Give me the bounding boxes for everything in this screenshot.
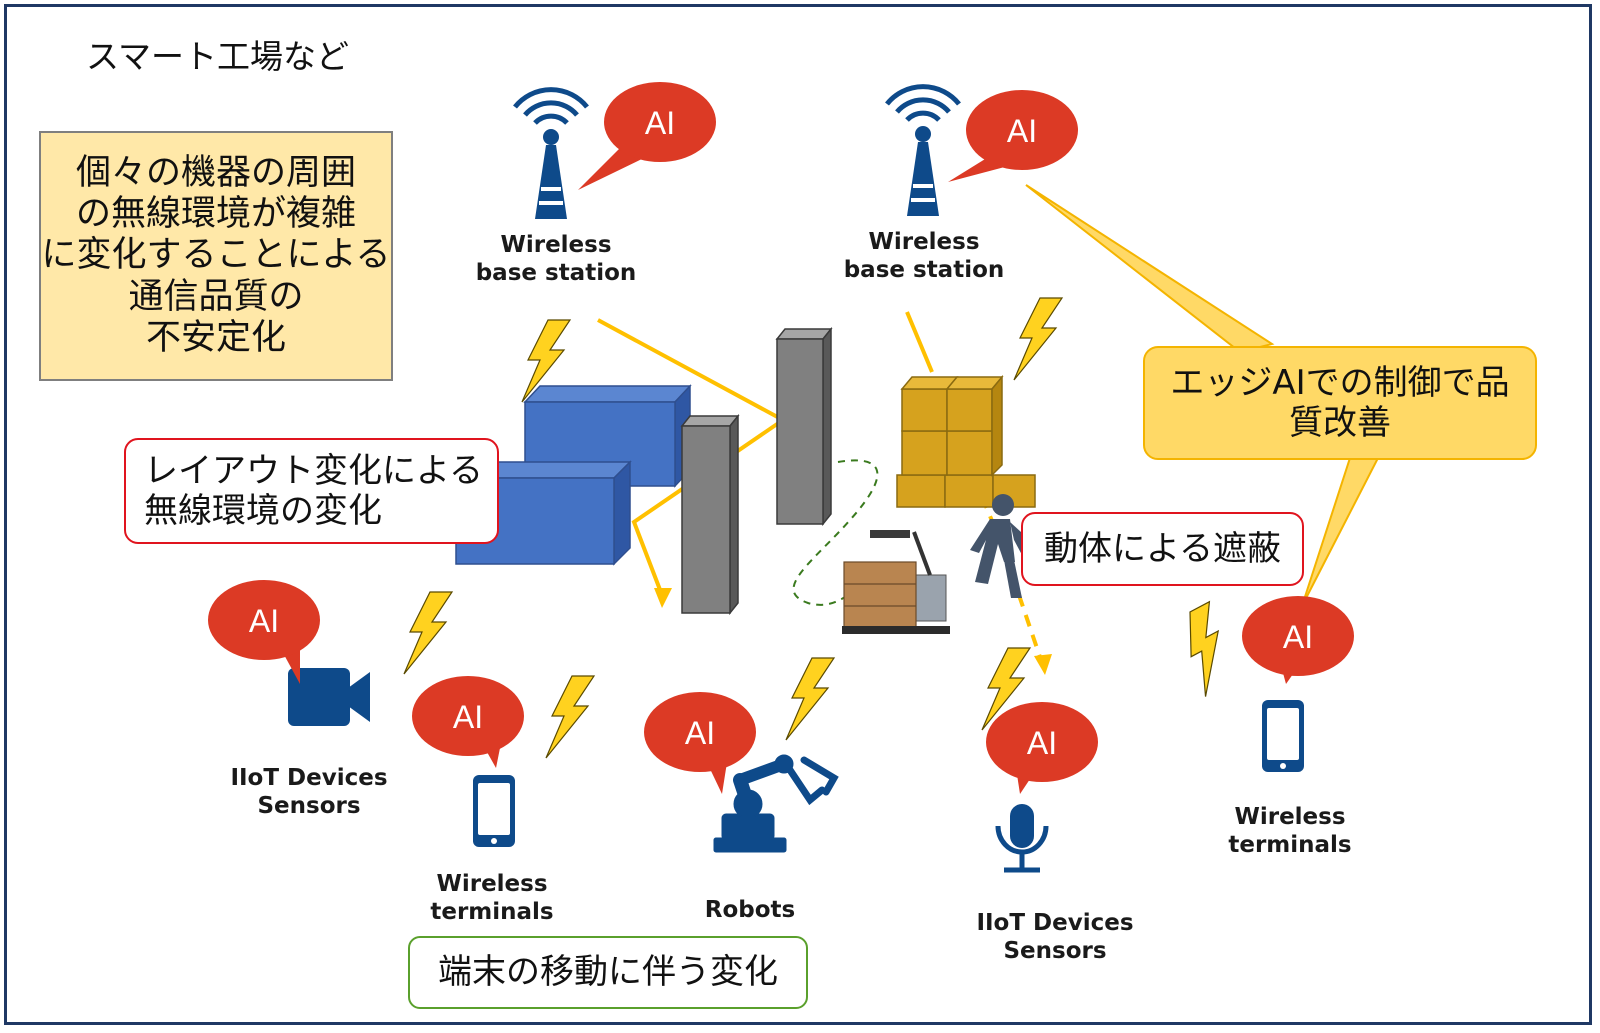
complex-environment-text: 個々の機器の周囲 の無線環境が複雑 に変化することによる 通信品質の 不安定化 [41,152,391,358]
lightning-bolt-icon [1166,601,1249,698]
callout-pointer-bottom [1301,457,1380,607]
lightning-bolt-icon [1013,297,1063,381]
ai-bubble: AI [208,580,320,684]
stacked-boxes [896,374,1036,508]
edge-ai-callout-text-box: エッジAIでの制御で品 質改善 [1144,347,1536,459]
svg-text:AI: AI [1027,725,1057,761]
antenna-tower-icon [887,87,959,216]
robots-label: Robots [704,897,796,923]
ai-bubble: AI [644,692,756,794]
callout-pointer-top [1025,184,1275,354]
wireless-terminal-label: Wireless terminals [1228,804,1352,858]
ai-bubble: AI [1242,596,1354,684]
movement-path [792,459,879,606]
layout-change-text: レイアウト変化による 無線環境の変化 [144,450,483,531]
lightning-bolt-icon [785,657,835,741]
shielding-note: 動体による遮蔽 [1021,512,1304,586]
smartphone-icon [1262,700,1304,772]
svg-text:AI: AI [249,603,279,639]
svg-text:AI: AI [453,699,483,735]
figure-frame [4,4,1592,1025]
layout-change-note: レイアウト変化による 無線環境の変化 [124,438,499,544]
lightning-bolt-icon [403,591,453,675]
edge-ai-text: エッジAIでの制御で品 質改善 [1170,362,1510,443]
ai-bubble: AI [948,90,1078,182]
base-station-label: Wireless base station [475,232,637,286]
pallet-truck-icon [842,530,950,634]
shielding-text: 動体による遮蔽 [1044,528,1281,569]
terminal-movement-note: 端末の移動に伴う変化 [408,936,808,1009]
svg-text:AI: AI [1007,113,1037,149]
ai-bubble: AI [578,82,716,190]
svg-text:AI: AI [645,105,675,141]
svg-text:AI: AI [685,715,715,751]
base-station-label: Wireless base station [843,229,1005,283]
lightning-bolt-icon [545,675,595,759]
microphone-icon [995,804,1049,873]
smartphone-icon [473,775,515,847]
antenna-tower-icon [515,90,587,219]
wireless-terminal-label: Wireless terminals [430,871,554,925]
terminal-movement-text: 端末の移動に伴う変化 [438,952,778,993]
robot-arm-icon [713,754,839,853]
iiot-mic-label: IIoT Devices Sensors [976,910,1134,964]
pillar-left [680,413,740,616]
svg-text:AI: AI [1283,619,1313,655]
complex-environment-note: 個々の機器の周囲 の無線環境が複雑 に変化することによる 通信品質の 不安定化 [39,131,393,381]
page-title: スマート工場など [86,37,350,76]
ai-bubble: AI [412,676,524,768]
edge-ai-callout [1143,346,1537,460]
ai-bubble: AI [986,702,1098,794]
iiot-camera-label: IIoT Devices Sensors [230,765,388,819]
pillar-right [775,326,833,527]
video-camera-icon [288,668,370,726]
